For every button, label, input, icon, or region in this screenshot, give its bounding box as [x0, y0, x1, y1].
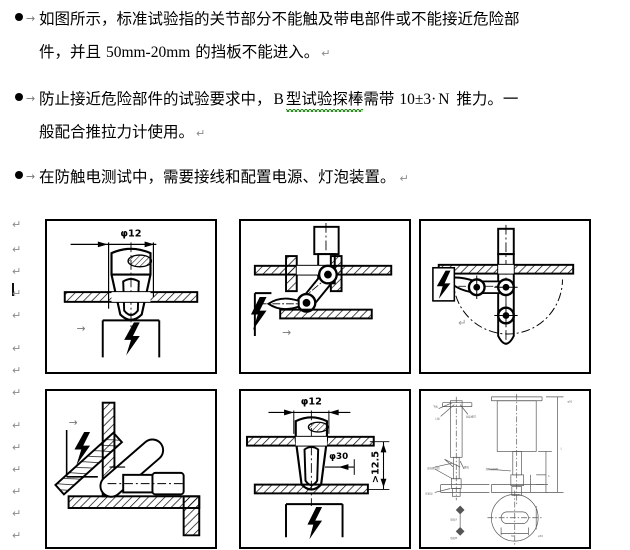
hazard-bolt-icon — [307, 507, 323, 540]
margin-pilcrow: ↵ — [12, 529, 22, 542]
bullet-dot-icon — [15, 93, 23, 101]
tab-arrow-icon: → — [26, 170, 36, 183]
dimension-label-phi12: φ12 — [120, 229, 141, 240]
paragraph-2-line-2: 般配合推拉力计使用。↵ — [39, 120, 205, 142]
margin-pilcrow: ↵ — [12, 441, 22, 454]
svg-text:锥形A: 锥形A — [450, 518, 457, 522]
svg-text:夹紧块: 夹紧块 — [425, 491, 433, 495]
p3l1-text: 在防触电测试中，需要接线和配置电源、灯泡装置。 — [39, 168, 396, 186]
p2l1-force-value: 10±3· — [399, 91, 437, 108]
margin-pilcrow: ↵ — [12, 309, 22, 322]
p2l1-unit: N — [438, 91, 450, 108]
dimension-label-phi30: φ30 — [329, 452, 348, 462]
inline-pilcrow: ↵ — [399, 172, 409, 185]
figure-grid: φ12 → — [45, 219, 591, 549]
figure-panel-5[interactable]: φ12 φ30 — [239, 389, 411, 549]
paragraph-1-line-2: 件，并且 50mm-20mm 的挡板不能进入。↵ — [39, 40, 330, 62]
paragraph-3-line-1: 在防触电测试中，需要接线和配置电源、灯泡装置。↵ — [39, 165, 409, 187]
arrow-right-icon: → — [69, 416, 78, 429]
figure-panel-4[interactable]: → — [45, 389, 217, 549]
figure-panel-3[interactable]: ↵ — [419, 219, 591, 374]
tab-arrow-icon: → — [26, 12, 36, 25]
tab-arrow-icon: → — [26, 92, 36, 105]
svg-text:φ30: φ30 — [538, 534, 543, 538]
svg-text:锥形B: 锥形B — [450, 536, 457, 540]
p2l1-post: 推力。一 — [451, 90, 519, 108]
margin-pilcrow: ↵ — [12, 386, 22, 399]
svg-text:φ50: φ50 — [567, 400, 572, 404]
hazard-bolt-icon — [436, 270, 451, 299]
inline-pilcrow-icon: ↵ — [458, 318, 466, 329]
p2l1-type-letter: B — [273, 91, 284, 108]
hazard-bolt-icon — [124, 322, 140, 356]
margin-pilcrow: ↵ — [12, 243, 22, 256]
arrow-right-icon: → — [282, 326, 291, 339]
arrow-right-icon: → — [76, 322, 85, 335]
p2l2-text: 般配合推拉力计使用。 — [39, 123, 195, 141]
figure-panel-1[interactable]: φ12 → — [45, 219, 217, 374]
p2l1-spellcheck-phrase: 型试验探棒 — [285, 87, 363, 112]
svg-text:L: L — [561, 447, 563, 451]
svg-text:固定螺钉: 固定螺钉 — [466, 414, 477, 418]
p1l2-post: 的挡板不能进入。 — [190, 43, 320, 61]
left-margin-marks: ↵ ↵ ↵ ↵ ↵ ↵ ↵ ↵ ↵ ↵ ↵ ↵ ↵ ↵ — [0, 0, 40, 550]
p2l1-pre: 防止接近危险部件的试验要求中， — [39, 90, 272, 108]
svg-text:关节总组件: 关节总组件 — [486, 467, 499, 471]
bullet-dot-icon — [15, 171, 23, 179]
p1l2-pre: 件，并且 — [39, 43, 106, 61]
text-cursor[interactable] — [12, 283, 14, 296]
svg-text:h: h — [548, 474, 550, 478]
inline-pilcrow: ↵ — [321, 47, 331, 60]
margin-pilcrow: ↵ — [12, 364, 22, 377]
margin-pilcrow: ↵ — [12, 485, 22, 498]
figure-panel-2[interactable]: → — [239, 219, 411, 374]
figure-panel-6[interactable]: 下板 上板 固定螺钉 螺母 连接螺钉组 夹紧块 关节总组件 锥形A 锥形B φ5… — [419, 389, 591, 549]
margin-pilcrow: ↵ — [12, 287, 22, 300]
margin-pilcrow: ↵ — [12, 419, 22, 432]
margin-pilcrow: ↵ — [12, 507, 22, 520]
margin-pilcrow: ↵ — [12, 463, 22, 476]
dimension-label-phi12: φ12 — [301, 397, 322, 408]
bullet-dot-icon — [15, 13, 23, 21]
p1l2-measure: 50mm-20mm — [105, 44, 191, 61]
inline-pilcrow: ↵ — [196, 127, 206, 140]
margin-pilcrow: ↵ — [12, 265, 22, 278]
margin-pilcrow: ↵ — [12, 218, 22, 231]
hazard-bolt-icon — [74, 431, 91, 466]
svg-text:上板: 上板 — [435, 416, 441, 420]
paragraph-1-line-1: 如图所示，标准试验指的关节部分不能触及带电部件或不能接近危险部 — [39, 10, 520, 28]
margin-pilcrow: ↵ — [12, 342, 22, 355]
svg-text:30: 30 — [511, 534, 515, 538]
svg-text:下板: 下板 — [433, 405, 439, 409]
svg-text:连接螺钉组: 连接螺钉组 — [427, 466, 440, 470]
dimension-label-clearance: >12.5 — [371, 451, 382, 483]
hazard-bolt-icon — [250, 296, 267, 331]
svg-text:螺母: 螺母 — [464, 465, 470, 469]
p2l1-mid: 需带 — [363, 90, 400, 108]
